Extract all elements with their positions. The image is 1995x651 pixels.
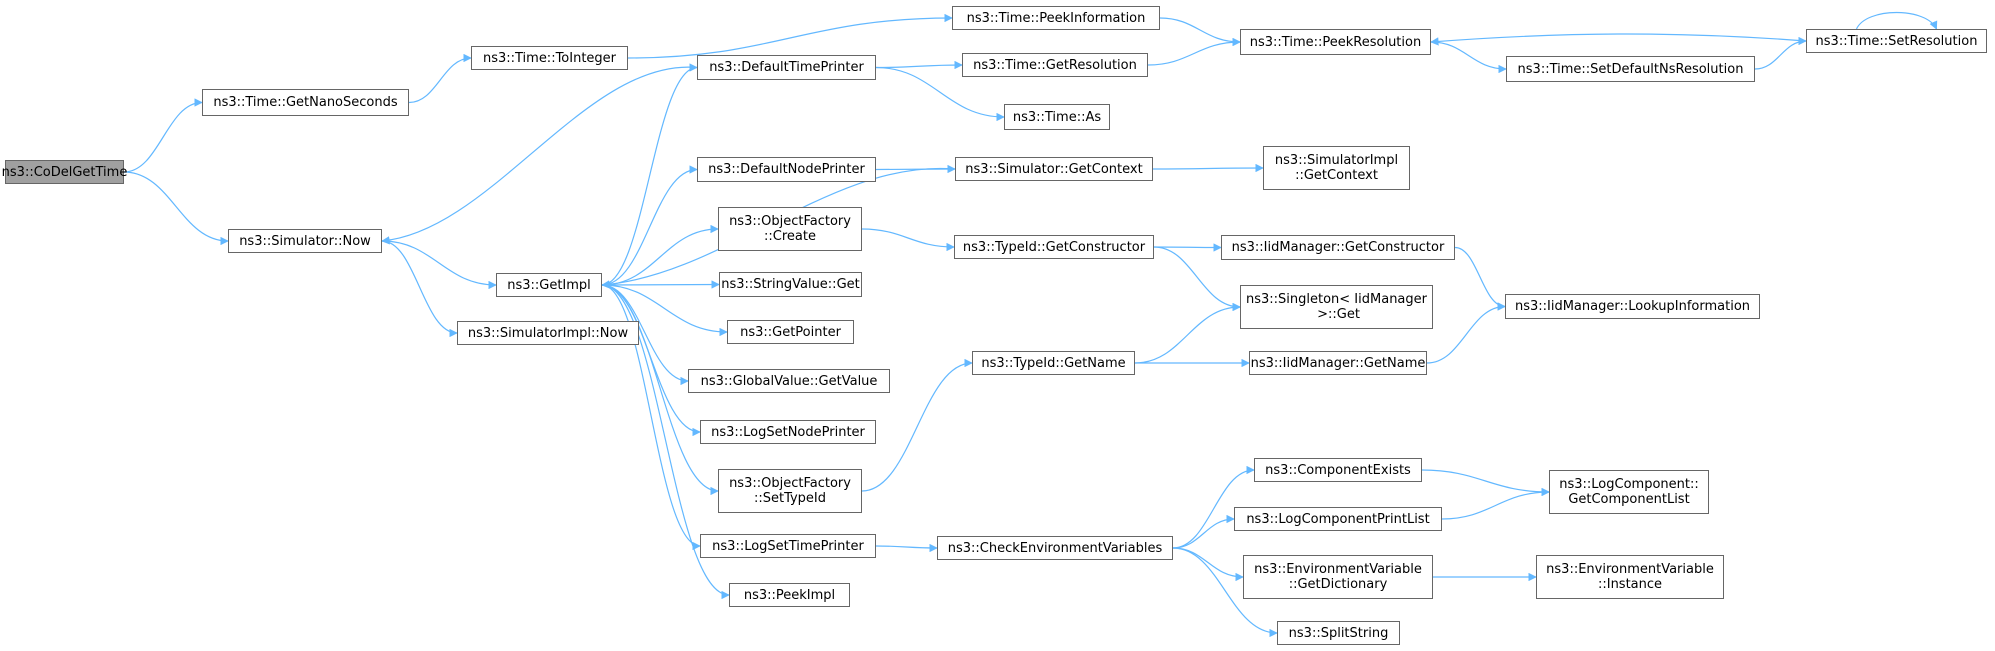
node-checkenv[interactable]: ns3::CheckEnvironmentVariables (937, 536, 1173, 560)
node-splitstring[interactable]: ns3::SplitString (1277, 621, 1400, 645)
edge-getnano-to-tointeger (408, 53, 472, 104)
node-iid-getname[interactable]: ns3::IidManager::GetName (1249, 351, 1427, 375)
edge-peekinfo-to-peekres (1159, 17, 1241, 47)
edge-getimpl-to-logsettime (601, 284, 701, 551)
node-codel: ns3::CoDelGetTime (2, 160, 127, 184)
edge-deftimeprinter-to-time-as (875, 66, 1005, 122)
node-typeid-getctor[interactable]: ns3::TypeId::GetConstructor (954, 235, 1154, 259)
edge-codel-to-getnano (123, 98, 203, 173)
node-strval-get[interactable]: ns3::StringValue::Get (719, 272, 862, 297)
node-deftimeprinter[interactable]: ns3::DefaultTimePrinter (697, 55, 876, 80)
node-setdefaultns[interactable]: ns3::Time::SetDefaultNsResolution (1506, 56, 1755, 82)
node-envvar-instance[interactable]: ns3::EnvironmentVariable ::Instance (1536, 555, 1724, 599)
node-setresolution[interactable]: ns3::Time::SetResolution (1806, 29, 1987, 53)
node-envvar-getdict[interactable]: ns3::EnvironmentVariable ::GetDictionary (1243, 555, 1433, 599)
edge-iid-getctor-to-iid-lookup (1454, 246, 1506, 311)
node-objf-settypeid[interactable]: ns3::ObjectFactory ::SetTypeId (718, 469, 862, 513)
edge-logsettime-to-checkenv (875, 543, 938, 553)
edge-getresolution-to-peekres (1147, 37, 1241, 66)
node-tointeger[interactable]: ns3::Time::ToInteger (471, 46, 628, 70)
node-getnano[interactable]: ns3::Time::GetNanoSeconds (202, 89, 409, 116)
node-simimpl-getctx[interactable]: ns3::SimulatorImpl ::GetContext (1263, 146, 1410, 190)
edge-setdefaultns-to-setresolution (1754, 36, 1807, 70)
node-gv-getvalue[interactable]: ns3::GlobalValue::GetValue (688, 369, 890, 393)
node-time-as[interactable]: ns3::Time::As (1004, 104, 1110, 130)
node-typeid-getname[interactable]: ns3::TypeId::GetName (972, 351, 1135, 375)
node-getimpl[interactable]: ns3::GetImpl (496, 273, 602, 297)
node-sim-getcontext[interactable]: ns3::Simulator::GetContext (955, 157, 1153, 181)
node-getpointer[interactable]: ns3::GetPointer (727, 320, 854, 344)
node-peekinfo[interactable]: ns3::Time::PeekInformation (952, 6, 1160, 30)
node-defnodeprinter[interactable]: ns3::DefaultNodePrinter (697, 157, 876, 182)
node-logsettime[interactable]: ns3::LogSetTimePrinter (700, 534, 876, 558)
node-sim-now[interactable]: ns3::Simulator::Now (228, 229, 382, 253)
edge-checkenv-to-compexists (1172, 465, 1255, 549)
edge-typeid-getctor-to-singleton-get (1153, 246, 1241, 312)
node-getresolution[interactable]: ns3::Time::GetResolution (962, 53, 1148, 77)
node-singleton-get[interactable]: ns3::Singleton< IidManager >::Get (1240, 285, 1433, 329)
node-iid-lookup[interactable]: ns3::IidManager::LookupInformation (1505, 294, 1760, 319)
node-logsetnode[interactable]: ns3::LogSetNodePrinter (700, 420, 876, 444)
node-logcompprint[interactable]: ns3::LogComponentPrintList (1234, 507, 1442, 531)
edge-peekres-to-setdefaultns (1430, 41, 1507, 74)
edge-checkenv-to-logcompprint (1172, 514, 1235, 549)
node-logcomp-getlist[interactable]: ns3::LogComponent:: GetComponentList (1549, 470, 1709, 514)
edge-compexists-to-logcomp-getlist (1421, 469, 1550, 497)
edge-typeid-getname-to-singleton-get (1134, 302, 1241, 364)
edge-checkenv-to-envvar-getdict (1172, 547, 1244, 582)
edge-setresolution-to-peekres (1430, 33, 1807, 46)
node-compexists[interactable]: ns3::ComponentExists (1254, 458, 1422, 482)
node-peekres[interactable]: ns3::Time::PeekResolution (1240, 29, 1431, 55)
edge-getimpl-to-strval-get (601, 280, 720, 289)
edge-codel-to-sim-now (123, 171, 229, 246)
edge-typeid-getctor-to-iid-getctor (1153, 243, 1222, 252)
node-objf-create[interactable]: ns3::ObjectFactory ::Create (718, 207, 862, 251)
edge-checkenv-to-splitstring (1172, 547, 1278, 638)
node-peekimpl[interactable]: ns3::PeekImpl (729, 583, 850, 607)
edge-objf-settypeid-to-typeid-getname (861, 358, 973, 492)
edge-deftimeprinter-to-sim-now (381, 66, 698, 245)
edge-getimpl-to-getpointer (601, 284, 728, 337)
edge-sim-getcontext-to-simimpl-getctx (1152, 163, 1264, 173)
edge-logcompprint-to-logcomp-getlist (1441, 487, 1550, 520)
edge-tointeger-to-peekinfo (627, 13, 953, 59)
edge-setresolution-to-setresolution (1855, 12, 1938, 30)
edge-getimpl-to-defnodeprinter (601, 165, 698, 286)
edge-sim-now-to-getimpl (381, 240, 497, 290)
edge-deftimeprinter-to-getresolution (875, 60, 963, 70)
node-iid-getctor[interactable]: ns3::IidManager::GetConstructor (1221, 235, 1455, 260)
edge-objf-create-to-typeid-getctor (861, 228, 955, 252)
edge-getimpl-to-peekimpl (601, 284, 730, 600)
edge-iid-getname-to-iid-lookup (1426, 302, 1506, 364)
edge-sim-now-to-simimpl-now (381, 240, 458, 338)
edge-getimpl-to-deftimeprinter (601, 63, 698, 286)
edge-getimpl-to-objf-settypeid (601, 284, 719, 496)
node-simimpl-now[interactable]: ns3::SimulatorImpl::Now (457, 321, 639, 345)
